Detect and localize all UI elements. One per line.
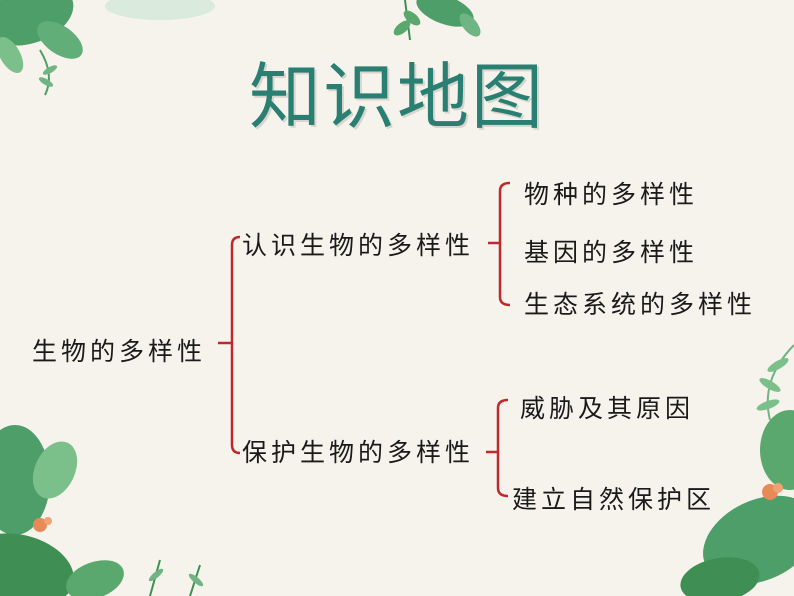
top-left-leaves-icon: [0, 0, 83, 96]
leaf-node-ecosystem: 生态系统的多样性: [524, 290, 757, 319]
leaf-node-genes: 基因的多样性: [524, 238, 699, 267]
root-bracket-vertical: [230, 235, 241, 455]
branch-node-recognize: 认识生物的多样性: [242, 231, 475, 260]
leaf-node-species: 物种的多样性: [524, 180, 699, 209]
leaf-node-reserve: 建立自然保护区: [512, 485, 716, 514]
page-title: 知识地图: [248, 55, 545, 139]
branch1-bracket-vertical: [498, 181, 511, 307]
leaf-node-threats: 威胁及其原因: [520, 394, 695, 423]
right-leaves-icon: [680, 344, 794, 596]
branch-node-protect: 保护生物的多样性: [242, 438, 475, 467]
top-right-leaves-icon: [105, 0, 481, 41]
branch2-bracket-vertical: [496, 398, 509, 498]
root-node: 生物的多样性: [32, 337, 207, 366]
bottom-left-leaves-icon: [0, 425, 204, 596]
